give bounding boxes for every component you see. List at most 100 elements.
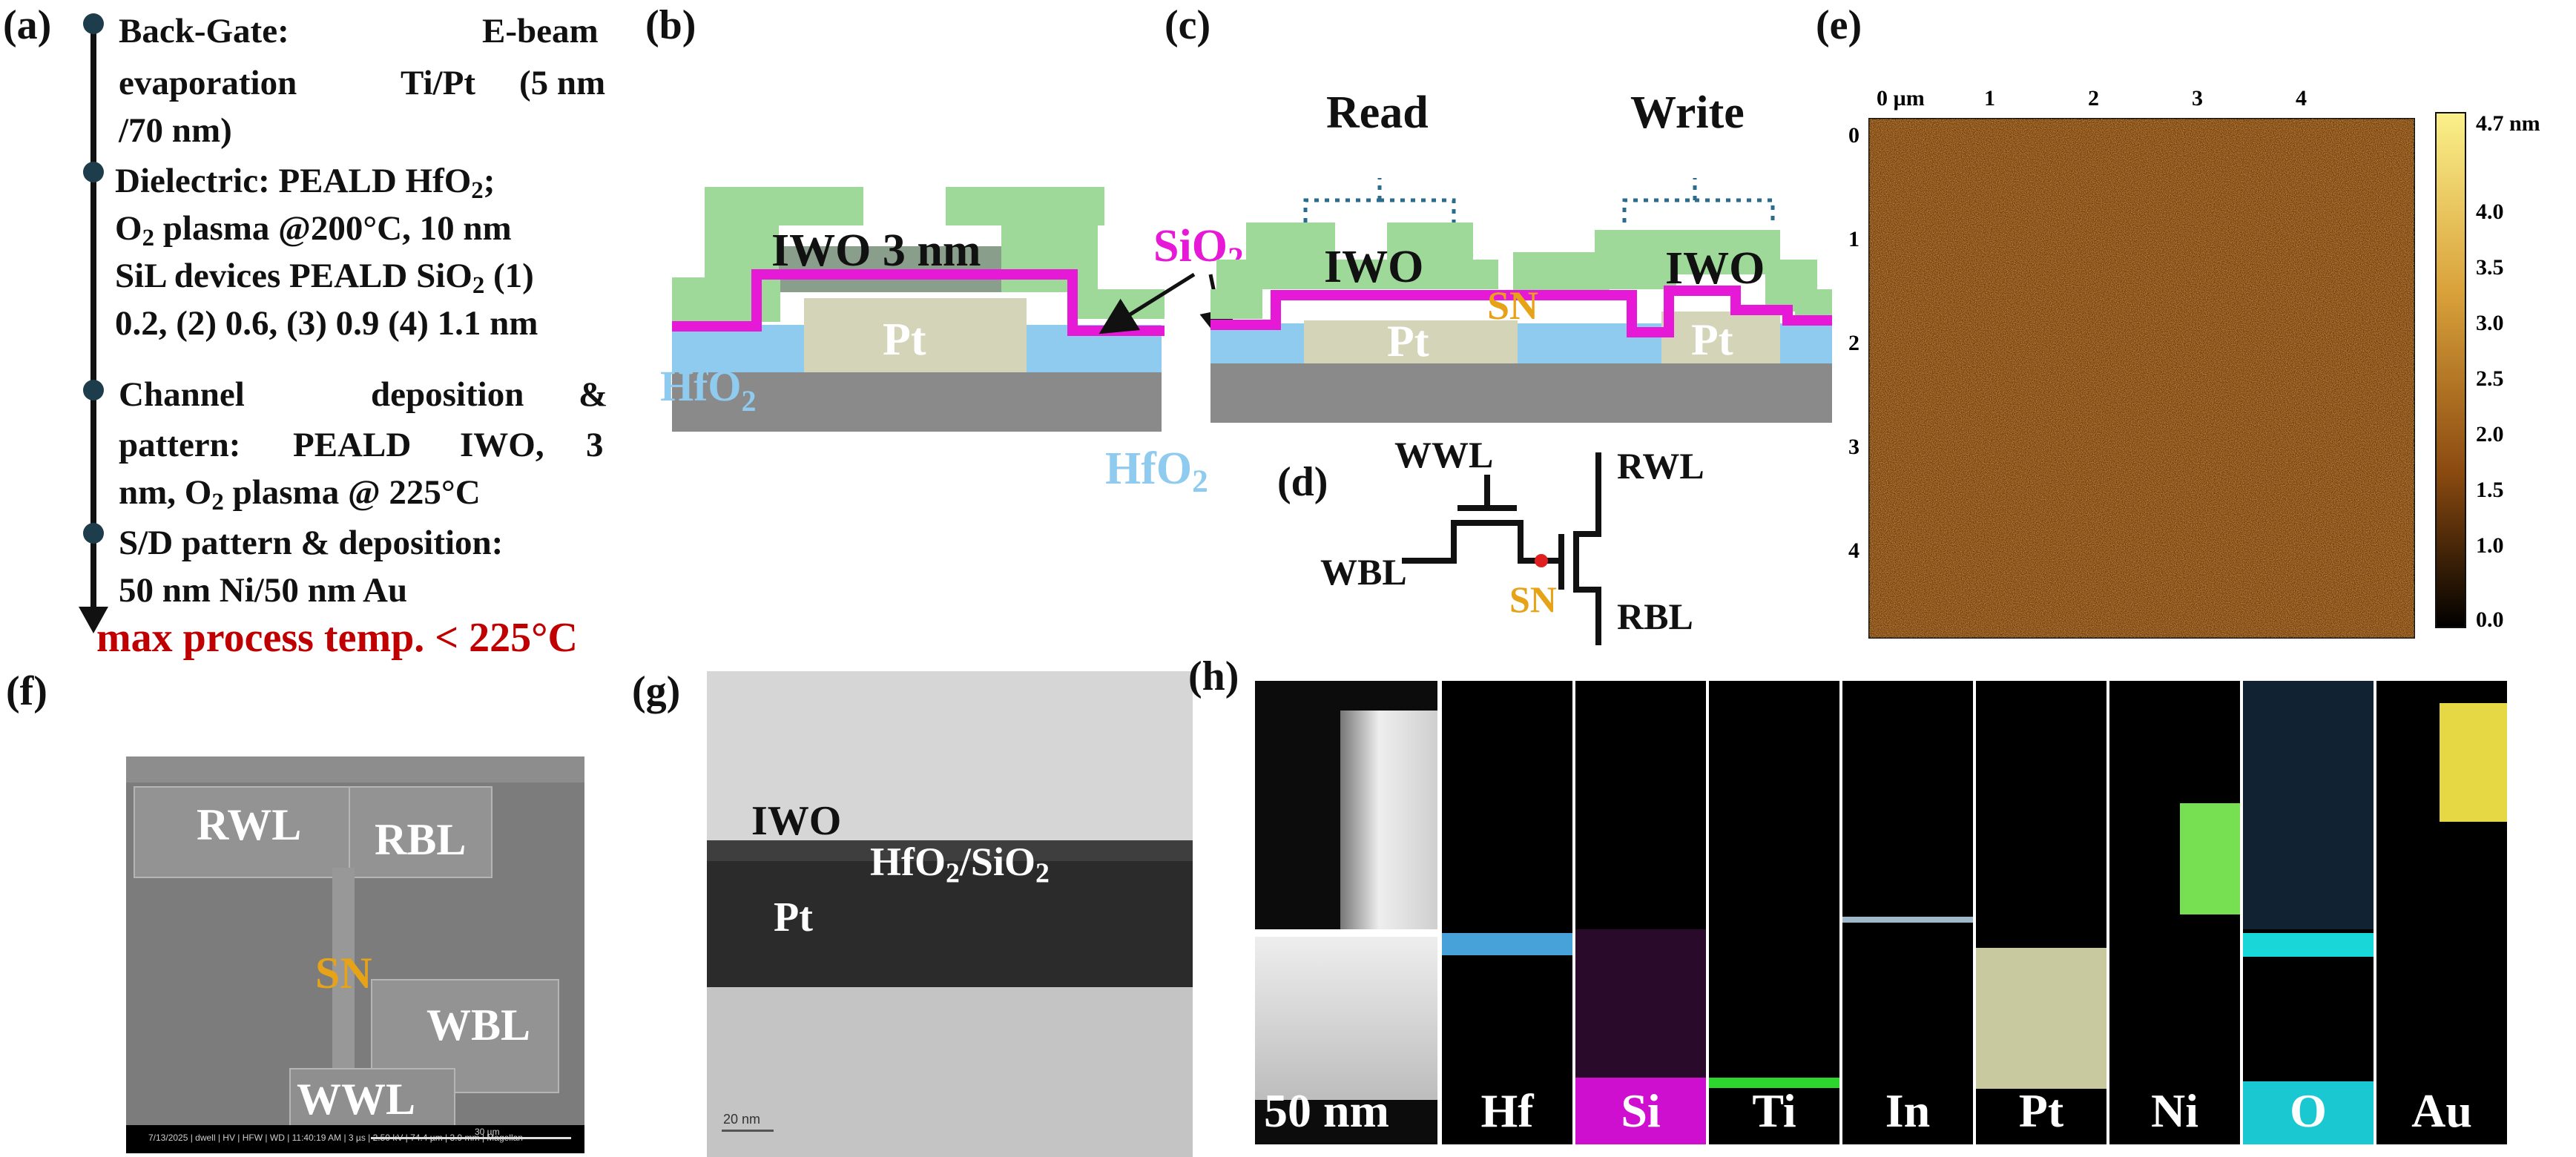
tem-top-region — [707, 671, 1193, 840]
timeline-dot-3 — [83, 380, 104, 400]
iwo-label-c-right: IWO — [1665, 243, 1765, 294]
green-c-9 — [1795, 289, 1832, 319]
green-contact-b-5 — [672, 277, 780, 322]
eds-pt-tile: Pt — [1976, 681, 2106, 1144]
svg-text:1.0: 1.0 — [2476, 533, 2504, 558]
sem-scale-bar — [371, 1137, 571, 1139]
substrate-b — [672, 372, 1162, 432]
step2-line2: O2 plasma @200°C, 10 nm — [115, 209, 512, 252]
tem-image-g: IWO Pt HfO2/SiO2 20 nm — [707, 671, 1193, 1157]
green-contact-b-2 — [946, 187, 1104, 225]
tem-scale-label: 20 nm — [723, 1112, 761, 1127]
wbl-label: WBL — [1320, 551, 1407, 593]
sem-sn-label: SN — [315, 949, 372, 998]
svg-text:2: 2 — [2088, 86, 2099, 111]
circuit-d: WWL RWL WBL RBL SN — [1320, 434, 1704, 645]
iwo-label-b: IWO 3 nm — [771, 225, 981, 276]
max-temp-label: max process temp. < 225°C — [96, 615, 578, 661]
timeline-dot-4 — [83, 523, 104, 544]
pt-label-c-right: Pt — [1691, 315, 1733, 364]
read-label: Read — [1326, 88, 1429, 138]
iwo-label-c-left: IWO — [1324, 242, 1423, 292]
panel-label-g: (g) — [632, 668, 681, 714]
sio2-line-b — [672, 269, 1165, 336]
afm-colorbar: 4.7 nm 4.0 3.5 3.0 2.5 2.0 1.5 1.0 0.0 — [2435, 111, 2540, 632]
write-bracket — [1622, 178, 1775, 222]
afm-x-ticks: 0 µm 1 2 3 4 — [1877, 86, 2307, 111]
tem-scale-bar — [722, 1130, 774, 1132]
eds-in-tile: In — [1842, 681, 1973, 1144]
storage-node-dot — [1535, 554, 1548, 567]
eds-ni-tile: Ni — [2109, 681, 2240, 1144]
sem-wbl-label: WBL — [426, 1001, 531, 1049]
step2-line3: SiL devices PEALD SiO2 (1) — [115, 257, 534, 300]
sem-rwl-label: RWL — [197, 800, 302, 849]
panel-label-h: (h) — [1188, 653, 1239, 699]
svg-text:1: 1 — [1984, 86, 1995, 111]
pt-label-b: Pt — [883, 314, 926, 365]
tem-bottom-region — [707, 987, 1193, 1157]
tem-iwo-label: IWO — [751, 798, 842, 844]
svg-text:0.0: 0.0 — [2476, 607, 2504, 632]
tem-stack-label: HfO2/SiO2 — [870, 840, 1050, 889]
green-c-7 — [1661, 230, 1780, 274]
cross-section-c: IWO IWO Pt Pt SN — [1210, 178, 1832, 423]
sio2-line-c — [1210, 286, 1832, 337]
tem-pt-label: Pt — [774, 894, 813, 940]
panel-label-c: (c) — [1165, 2, 1211, 48]
panel-label-a: (a) — [3, 2, 52, 48]
sem-vertical-line — [332, 868, 355, 1083]
sn-label-d: SN — [1509, 578, 1557, 620]
step2-line4: 0.2, (2) 0.6, (3) 0.9 (4) 1.1 nm — [115, 304, 538, 343]
svg-text:2.0: 2.0 — [2476, 422, 2504, 446]
eds-si-tile: Si — [1575, 681, 1706, 1144]
timeline-arrowhead — [79, 607, 108, 633]
green-c-5 — [1513, 252, 1610, 297]
eds-haadf-tile: 50 nm — [1255, 681, 1437, 1144]
panel-label-b: (b) — [645, 2, 696, 48]
sem-rbl-label: RBL — [375, 815, 467, 864]
green-c-4 — [1210, 289, 1262, 319]
read-channel — [1573, 452, 1601, 645]
rwl-label: RWL — [1617, 445, 1704, 487]
panel-label-d: (d) — [1277, 459, 1328, 505]
wwl-label: WWL — [1394, 434, 1493, 475]
sem-wwl-label: WWL — [297, 1075, 416, 1124]
rbl-label: RBL — [1617, 596, 1693, 637]
pt-label-c-left: Pt — [1387, 317, 1429, 366]
svg-text:3.5: 3.5 — [2476, 255, 2504, 280]
svg-text:3: 3 — [1848, 435, 1859, 459]
cross-section-b: IWO 3 nm Pt HfO2 — [660, 187, 1165, 432]
eds-o-tile: O — [2243, 681, 2374, 1144]
step4-line2: 50 nm Ni/50 nm Au — [119, 571, 408, 610]
timeline-dot-1 — [83, 13, 104, 34]
svg-text:1.5: 1.5 — [2476, 478, 2504, 502]
afm-y-ticks: 0 1 2 3 4 — [1848, 123, 1859, 563]
svg-text:4.7 nm: 4.7 nm — [2476, 111, 2540, 136]
panel-label-f: (f) — [6, 668, 47, 714]
eds-scale-label: 50 nm — [1264, 1084, 1389, 1137]
write-channel — [1402, 520, 1550, 564]
sem-image-f: RWL RBL SN WBL WWL 7/13/2025 | dwell | H… — [126, 756, 584, 1153]
sn-label-c: SN — [1487, 283, 1538, 328]
sem-rwl-pad — [134, 786, 352, 878]
green-contact-b-1 — [705, 187, 863, 225]
write-label: Write — [1630, 88, 1745, 138]
colorbar-gradient — [2435, 112, 2466, 628]
eds-ti-tile: Ti — [1709, 681, 1839, 1144]
sem-top-pad — [126, 756, 584, 782]
tem-iwo-layer — [707, 840, 1193, 861]
svg-text:3.0: 3.0 — [2476, 311, 2504, 335]
timeline-dot-2 — [83, 162, 104, 182]
pt-gate-b — [804, 298, 1027, 372]
sem-info-bar: 7/13/2025 | dwell | HV | HFW | WD | 11:4… — [126, 1125, 584, 1153]
substrate-c — [1210, 363, 1832, 423]
svg-text:4: 4 — [2296, 86, 2307, 111]
svg-text:2: 2 — [1848, 331, 1859, 355]
eds-au-tile: Au — [2376, 681, 2507, 1144]
step2-line1: Dielectric: PEALD HfO2; — [115, 162, 495, 205]
timeline-line — [90, 22, 96, 616]
step4-line1: S/D pattern & deposition: — [119, 524, 504, 562]
green-c-3 — [1216, 260, 1498, 289]
svg-text:3: 3 — [2192, 86, 2203, 111]
